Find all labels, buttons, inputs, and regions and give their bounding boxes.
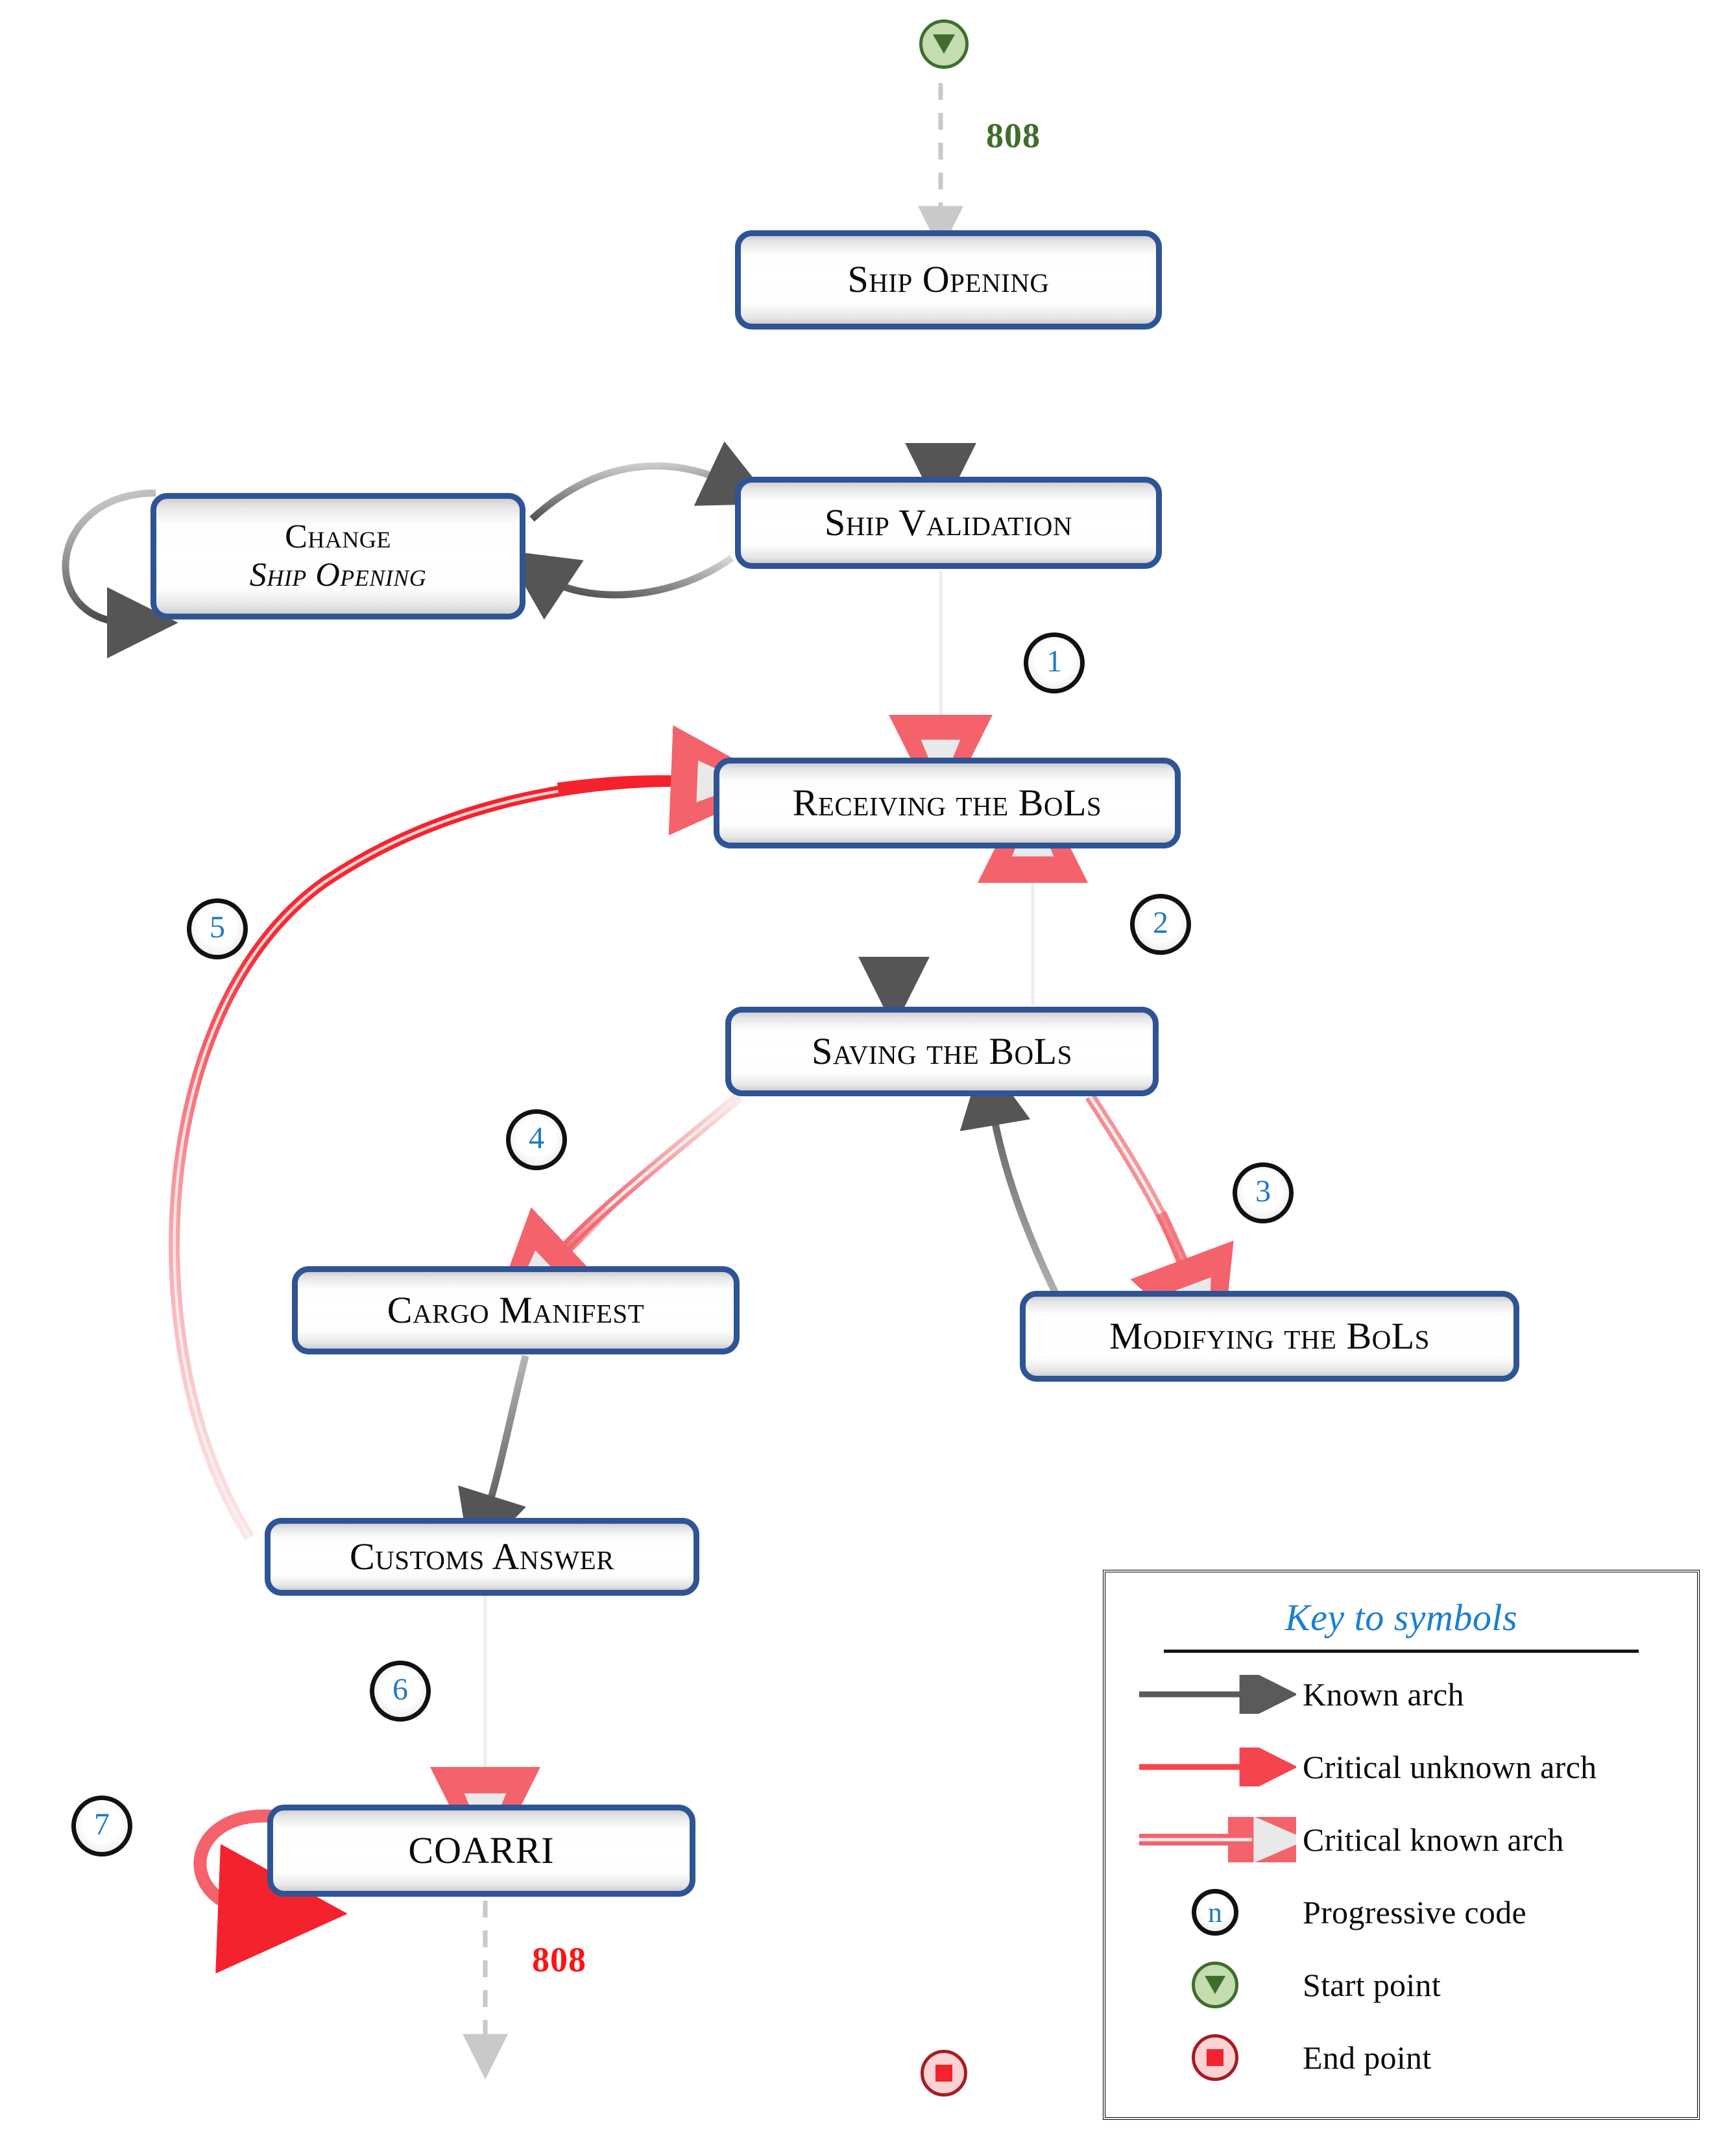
legend-label: Start point [1303, 1967, 1441, 2003]
node-modifying-bols[interactable]: Modifying the BoLs [1020, 1291, 1519, 1382]
critical-known-arch-icon [1127, 1803, 1303, 1876]
node-label: Saving the BoLs [812, 1029, 1072, 1072]
legend-label: Critical known arch [1303, 1821, 1564, 1858]
node-label: Receiving the BoLs [792, 781, 1102, 824]
node-label: Ship Validation [824, 501, 1073, 544]
legend-row-end-point: End point [1127, 2021, 1675, 2094]
edge-change-self-loop [62, 489, 178, 658]
edge-7-coarri-self-loop [193, 1809, 348, 1974]
legend-label: Progressive code [1303, 1894, 1526, 1930]
edge-3-saving-to-modifying [1085, 1093, 1234, 1364]
node-label-line1: Change [285, 518, 391, 556]
node-ship-opening[interactable]: Ship Opening [735, 230, 1162, 330]
edge-5-customs-answer-to-receiving [169, 725, 781, 1541]
node-label: Modifying the BoLs [1109, 1314, 1430, 1357]
node-receiving-bols[interactable]: Receiving the BoLs [714, 758, 1181, 848]
progressive-code-glyph: n [1208, 1896, 1222, 1929]
progressive-code-5: 5 [187, 898, 248, 959]
legend-title: Key to symbols [1284, 1596, 1518, 1639]
legend-label: Critical unknown arch [1303, 1749, 1597, 1785]
progressive-code-value: 3 [1255, 1174, 1271, 1208]
progressive-code-value: 4 [529, 1121, 544, 1155]
progressive-code-2: 2 [1130, 894, 1191, 955]
progressive-code-4: 4 [506, 1109, 567, 1170]
legend-row-progressive-code: n Progressive code [1127, 1876, 1675, 1949]
edge-modifying-to-saving [959, 1055, 1067, 1312]
node-label: COARRI [408, 1829, 555, 1871]
node-label: Cargo Manifest [387, 1288, 645, 1331]
node-customs-answer[interactable]: Customs Answer [265, 1518, 699, 1596]
node-label: Customs Answer [350, 1535, 614, 1578]
progressive-code-value: 6 [392, 1672, 408, 1707]
progressive-code-value: 5 [210, 910, 225, 944]
edge-4-saving-to-cargo-manifest [488, 1092, 743, 1323]
legend-row-start-point: Start point [1127, 1949, 1675, 2021]
edge-ship-validation-to-change [504, 550, 734, 620]
critical-unknown-arch-icon [1127, 1731, 1303, 1803]
legend-divider [1164, 1650, 1639, 1653]
end-point-icon [1127, 2021, 1303, 2094]
node-ship-validation[interactable]: Ship Validation [735, 477, 1162, 569]
progressive-code-7: 7 [71, 1796, 132, 1857]
legend-row-critical-known-arch: Critical known arch [1127, 1803, 1675, 1876]
node-cargo-manifest[interactable]: Cargo Manifest [292, 1266, 740, 1354]
node-coarri[interactable]: COARRI [267, 1805, 695, 1897]
progressive-code-value: 1 [1046, 644, 1062, 679]
end-square-icon [935, 2065, 952, 2082]
legend-row-critical-unknown-arch: Critical unknown arch [1127, 1731, 1675, 1803]
progressive-code-value: 2 [1153, 906, 1168, 940]
legend-label: Known arch [1303, 1676, 1464, 1712]
node-saving-bols[interactable]: Saving the BoLs [725, 1007, 1159, 1096]
start-edge-code: 808 [986, 116, 1041, 155]
node-label: Ship Opening [847, 258, 1050, 301]
start-point-icon [1127, 1949, 1303, 2021]
known-arch-icon [1127, 1658, 1303, 1731]
legend-label: End point [1303, 2039, 1432, 2076]
progressive-code-3: 3 [1233, 1162, 1294, 1223]
progressive-code-6: 6 [370, 1661, 431, 1722]
edge-cargo-manifest-to-customs-answer [458, 1354, 529, 1565]
progressive-code-value: 7 [94, 1807, 110, 1842]
edge-change-to-ship-validation [529, 441, 774, 522]
start-triangle-icon [933, 34, 955, 54]
progressive-code-icon: n [1127, 1876, 1303, 1949]
node-change-ship-opening[interactable]: Change Ship Opening [151, 493, 525, 619]
start-point [919, 19, 969, 69]
legend-box: Key to symbols Known arch [1103, 1570, 1700, 2120]
end-edge-code: 808 [532, 1940, 586, 1979]
end-point [921, 2050, 967, 2097]
node-label-line2: Ship Opening [249, 556, 427, 594]
legend-row-known-arch: Known arch [1127, 1658, 1675, 1731]
progressive-code-1: 1 [1024, 632, 1085, 693]
